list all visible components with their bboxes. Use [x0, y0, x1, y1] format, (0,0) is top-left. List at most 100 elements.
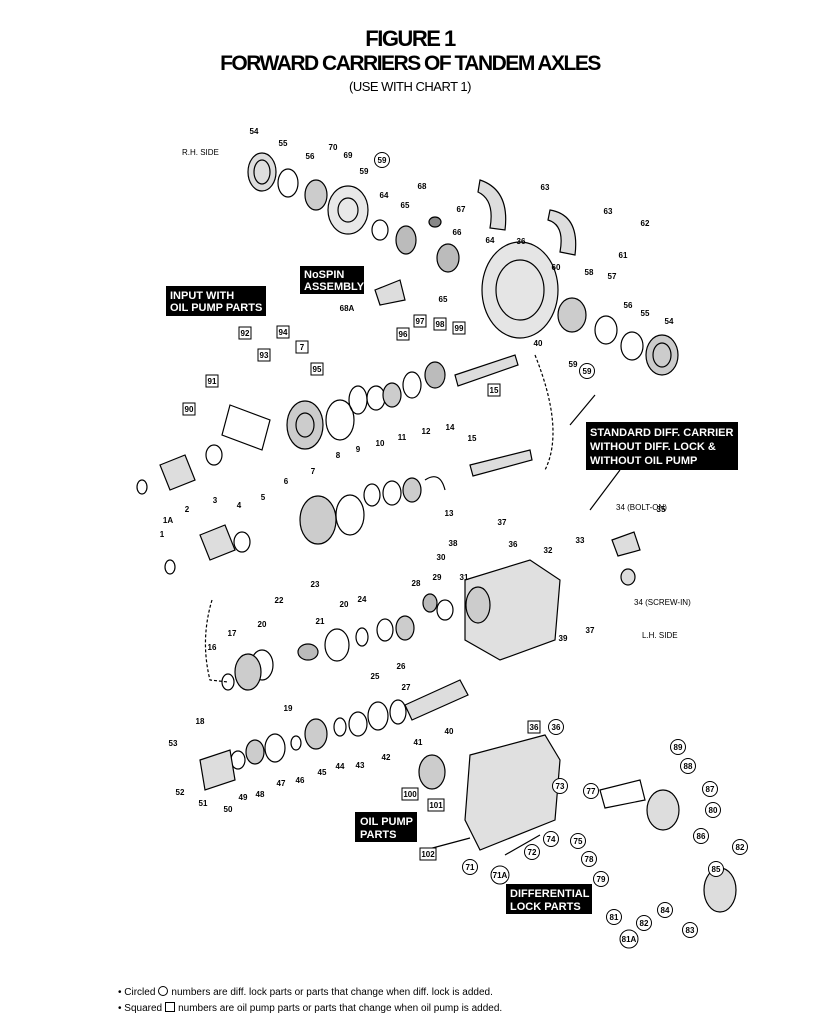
nospin-label-1: NoSPIN — [304, 269, 344, 281]
square-marker-icon — [527, 720, 541, 734]
squared-part-number: 92 — [241, 329, 250, 338]
plain-part-number: 48 — [256, 790, 265, 799]
square-marker-icon — [295, 340, 309, 354]
circled-part-number: 59 — [378, 156, 387, 165]
plain-part-number: 45 — [318, 768, 327, 777]
circled-part-number: 36 — [552, 723, 561, 732]
plain-part-number: 47 — [277, 779, 286, 788]
diff-lock-label-2: LOCK PARTS — [510, 901, 581, 913]
input-pump-label-2: OIL PUMP PARTS — [170, 302, 262, 314]
lh-side-label: L.H. SIDE — [642, 631, 678, 640]
plain-part-number: 43 — [356, 761, 365, 770]
note-squared: • Squared numbers are oil pump parts or p… — [118, 1001, 502, 1017]
std-carrier-label-3: WITHOUT OIL PUMP — [590, 455, 697, 467]
plain-part-number: 62 — [641, 219, 650, 228]
plain-part-number: 61 — [619, 251, 628, 260]
circled-part-number: 72 — [528, 848, 537, 857]
circle-marker-icon — [374, 152, 390, 168]
circled-part-number: 87 — [706, 785, 715, 794]
squared-part-number: 94 — [279, 328, 288, 337]
squared-part-number: 96 — [399, 330, 408, 339]
circle-marker-icon — [490, 865, 510, 885]
plain-part-number: 53 — [169, 739, 178, 748]
circle-marker-icon — [693, 828, 709, 844]
figure-subtitle: (USE WITH CHART 1) — [349, 79, 471, 94]
plain-part-number: 66 — [453, 228, 462, 237]
plain-part-number: 69 — [344, 151, 353, 160]
circled-part-number: 82 — [736, 843, 745, 852]
plain-part-number: 32 — [544, 546, 553, 555]
circle-marker-icon — [657, 902, 673, 918]
plain-part-number: 65 — [439, 295, 448, 304]
input-pump-label-1: INPUT WITH — [170, 290, 234, 302]
plain-part-number: 54 — [250, 127, 259, 136]
plain-part-number: 56 — [306, 152, 315, 161]
circle-marker-icon — [636, 915, 652, 931]
squared-part-number: 15 — [490, 386, 499, 395]
squared-part-number: 101 — [429, 801, 443, 810]
plain-part-number: 3 — [213, 496, 218, 505]
plain-part-number: 68 — [418, 182, 427, 191]
circle-marker-icon — [548, 719, 564, 735]
square-marker-icon — [427, 798, 445, 812]
plain-part-number: 59 — [360, 167, 369, 176]
circle-marker-icon — [606, 909, 622, 925]
plain-part-number: 5 — [261, 493, 266, 502]
circle-symbol-icon — [158, 986, 169, 996]
plain-part-number: 31 — [460, 573, 469, 582]
square-symbol-icon — [165, 1002, 176, 1012]
circled-part-number: 89 — [674, 743, 683, 752]
plain-part-number: 49 — [239, 793, 248, 802]
plain-part-number: 54 — [665, 317, 674, 326]
circle-marker-icon — [462, 859, 478, 875]
circle-marker-icon — [680, 758, 696, 774]
square-marker-icon — [433, 317, 447, 331]
note-circled-prefix: • Circled — [118, 987, 156, 998]
plain-part-number: 29 — [433, 573, 442, 582]
circled-part-number: 75 — [574, 837, 583, 846]
plain-part-number: 55 — [279, 139, 288, 148]
plain-part-number: 63 — [541, 183, 550, 192]
circle-marker-icon — [570, 833, 586, 849]
plain-part-number: 22 — [275, 596, 284, 605]
squared-part-number: 95 — [313, 365, 322, 374]
note-squared-text: numbers are oil pump parts or parts that… — [178, 1003, 503, 1014]
circled-part-numbers: 5959368988878086858284838181A82797877757… — [374, 152, 748, 949]
plain-part-number: 44 — [336, 762, 345, 771]
circle-marker-icon — [702, 781, 718, 797]
circle-marker-icon — [524, 844, 540, 860]
diff-lock-label-1: DIFFERENTIAL — [510, 888, 590, 900]
circle-marker-icon — [682, 922, 698, 938]
plain-part-number: 7 — [311, 467, 316, 476]
square-marker-icon — [452, 321, 466, 335]
square-marker-icon — [276, 325, 290, 339]
plain-part-number: 17 — [228, 629, 237, 638]
plain-part-number: 8 — [336, 451, 341, 460]
circle-marker-icon — [593, 871, 609, 887]
plain-part-number: 30 — [437, 553, 446, 562]
plain-part-number: 52 — [176, 788, 185, 797]
squared-part-number: 93 — [260, 351, 269, 360]
circled-part-number: 74 — [547, 835, 556, 844]
plain-part-number: 11 — [398, 433, 407, 442]
circle-marker-icon — [543, 831, 559, 847]
circle-marker-icon — [670, 739, 686, 755]
squared-part-number: 90 — [185, 405, 194, 414]
note-squared-prefix: • Squared — [118, 1003, 163, 1014]
circled-part-number: 82 — [640, 919, 649, 928]
plain-part-number: 16 — [208, 643, 217, 652]
square-marker-icon — [238, 326, 252, 340]
circle-marker-icon — [708, 861, 724, 877]
circle-marker-icon — [579, 363, 595, 379]
squared-part-number: 100 — [403, 790, 417, 799]
plain-part-number: 65 — [401, 201, 410, 210]
plain-part-number: 26 — [397, 662, 406, 671]
square-marker-icon — [182, 402, 196, 416]
plain-part-number: 13 — [445, 509, 454, 518]
circled-part-number: 84 — [661, 906, 670, 915]
plain-part-number: 50 — [224, 805, 233, 814]
